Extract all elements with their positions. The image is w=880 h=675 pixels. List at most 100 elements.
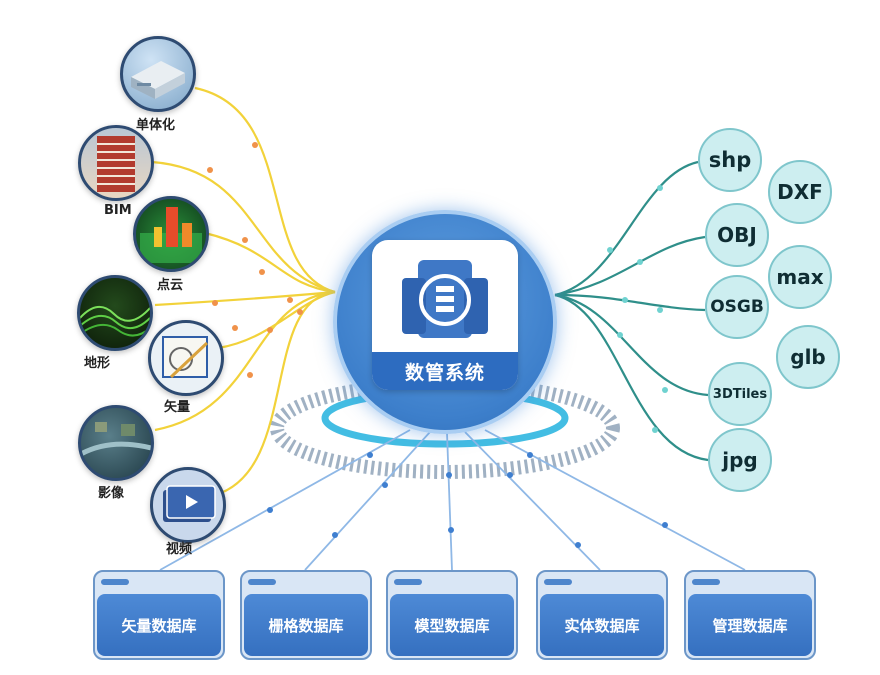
source-label-dixing: 地形 [84, 356, 111, 371]
link-shp [554, 160, 699, 297]
left-link-lines [151, 86, 336, 497]
hub-ring-dashed [270, 377, 620, 479]
format-bubble-max: max [768, 245, 832, 309]
link-dot [212, 300, 218, 306]
database-label: 矢量数据库 [97, 594, 221, 656]
link-dot [232, 325, 238, 331]
link-dot [507, 472, 513, 478]
link-dot [242, 237, 248, 243]
bottom-link-dots [267, 452, 668, 548]
link-dianyun [204, 231, 336, 294]
database-folder-entity: 实体数据库 [536, 570, 668, 660]
folder-tab [544, 579, 572, 585]
folder-tab [248, 579, 276, 585]
building-model-art [131, 61, 185, 99]
link-dot [448, 527, 454, 533]
link-dot [297, 309, 303, 315]
database-label: 模型数据库 [390, 594, 514, 656]
link-dot [252, 142, 258, 148]
link-dot [382, 482, 388, 488]
terrain-art [80, 306, 150, 337]
link-yingxiang [154, 290, 336, 432]
building-front [155, 73, 185, 99]
db-sync-right [464, 278, 488, 334]
link-danti [194, 86, 336, 294]
source-label-danti: 单体化 [136, 118, 176, 133]
building-side [131, 77, 155, 99]
vector-drawing-icon [148, 320, 224, 396]
terrain-mesh-icon [77, 275, 153, 351]
format-bubble-jpg: jpg [708, 428, 772, 492]
point-cloud-art [140, 207, 202, 263]
db-sync-ring [419, 274, 471, 326]
pc-tower-1 [166, 207, 178, 247]
link-dot [367, 452, 373, 458]
link-dot [607, 247, 613, 253]
folder-tab [394, 579, 422, 585]
link-osgb [554, 293, 706, 312]
right-link-dots [607, 185, 668, 433]
bim-building-icon [78, 125, 154, 201]
pc-tower-3 [182, 223, 192, 247]
link-dot [446, 472, 452, 478]
link-dot [575, 542, 581, 548]
link-3dtiles [554, 293, 709, 397]
vector-pen [169, 341, 209, 379]
link-dot [247, 372, 253, 378]
link-db-3 [446, 432, 453, 571]
format-bubble-osgb: OSGB [705, 275, 769, 339]
link-obj [554, 235, 706, 297]
format-bubble-obj: OBJ [705, 203, 769, 267]
link-dot [637, 259, 643, 265]
link-bim [151, 160, 336, 294]
link-dot [622, 297, 628, 303]
right-link-lines [554, 160, 709, 462]
db-sync-stack-1 [436, 286, 454, 292]
db-sync-stack-2 [436, 296, 454, 302]
db-sync-stack-3 [436, 306, 454, 312]
link-dot [267, 327, 273, 333]
database-folder-management: 管理数据库 [684, 570, 816, 660]
database-label: 栅格数据库 [244, 594, 368, 656]
db-sync-left [402, 278, 426, 334]
link-dot [652, 427, 658, 433]
link-dixing [154, 290, 336, 307]
database-label: 管理数据库 [688, 594, 812, 656]
satellite-block-1 [95, 422, 107, 432]
satellite-block-2 [121, 424, 135, 436]
folder-tab [692, 579, 720, 585]
link-jpg [554, 293, 709, 462]
link-dot [657, 185, 663, 191]
bim-floors [97, 143, 135, 185]
source-label-shiliang: 矢量 [164, 400, 191, 415]
link-dot [617, 332, 623, 338]
format-bubble-glb: glb [776, 325, 840, 389]
pc-tower-2 [154, 227, 162, 247]
video-art [163, 485, 216, 522]
link-dot [287, 297, 293, 303]
terrain-ridge-1 [80, 306, 150, 322]
link-shipin [214, 290, 336, 497]
bim-art [97, 136, 135, 192]
building-model-icon [120, 36, 196, 112]
format-bubble-dxf: DXF [768, 160, 832, 224]
vector-art [162, 336, 209, 379]
database-folder-vector: 矢量数据库 [93, 570, 225, 660]
database-label: 实体数据库 [540, 594, 664, 656]
terrain-ridge-3 [80, 323, 150, 337]
format-bubble-3dtiles: 3DTiles [708, 362, 772, 426]
format-bubble-shp: shp [698, 128, 762, 192]
terrain-ridge-2 [80, 315, 150, 329]
link-db-2 [304, 431, 431, 571]
link-db-5 [484, 429, 746, 571]
building-windows [137, 83, 151, 86]
bottom-link-lines [159, 429, 746, 571]
source-label-shipin: 视频 [166, 542, 193, 557]
link-dot [332, 532, 338, 538]
satellite-image-icon [78, 405, 154, 481]
hub-title: 数管系统 [372, 352, 518, 390]
building-block [131, 61, 185, 89]
link-dot [657, 307, 663, 313]
source-label-yingxiang: 影像 [98, 486, 125, 501]
